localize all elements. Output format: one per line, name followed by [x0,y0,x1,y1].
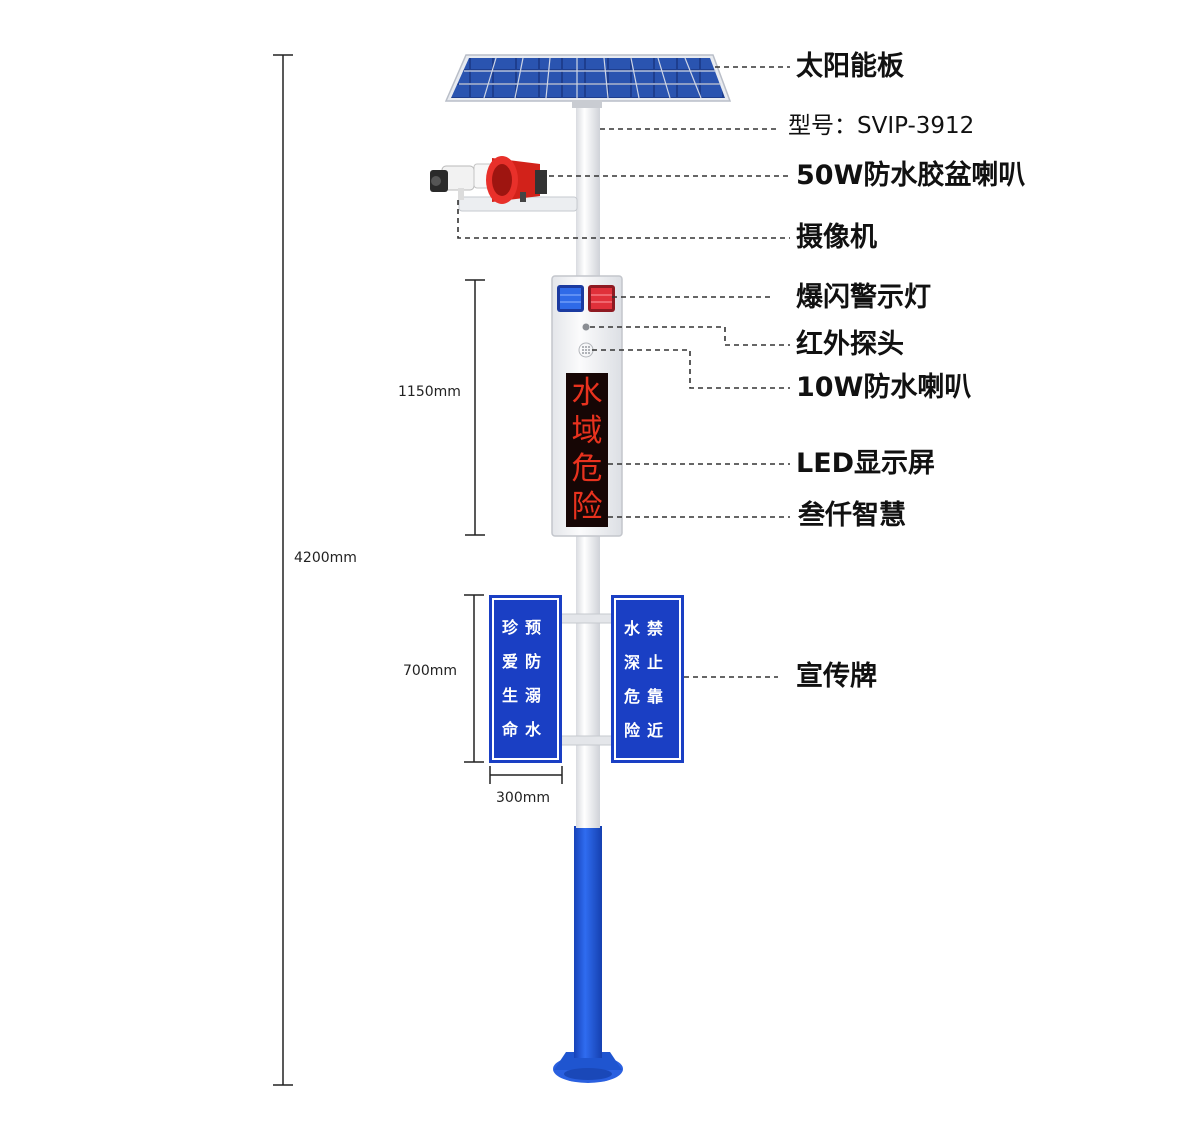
sign-brackets [559,613,615,746]
led-char-3: 危 [571,451,603,487]
sign-board-left-panel [489,595,562,763]
sign-left-row-3: 生溺 [502,686,549,705]
sign-right-row-3: 危靠 [624,687,671,706]
sign-width-dimension-line [489,766,563,784]
label-sign-board: 宣传牌 [796,661,877,692]
pole-base-bolt-ring [564,1068,612,1080]
led-char-4: 险 [571,489,603,525]
sign-left-row-1: 珍预 [502,618,549,637]
sign-board-right-border [614,598,681,760]
leader-infrared-probe [590,326,790,346]
sign-right-row-4: 险近 [624,721,671,740]
dimension-cabinet-height: 1150mm [398,384,461,400]
strobe-light-blue [557,285,584,312]
label-brand: 叁仟智慧 [798,500,906,531]
strobe-light-red [588,285,615,312]
label-infrared-probe: 红外探头 [796,329,904,360]
dimension-total-height: 4200mm [294,550,357,566]
dimension-sign-height: 700mm [403,663,457,679]
camera-device [430,163,493,200]
camera-arm [458,196,578,212]
label-speaker-10w: 10W防水喇叭 [796,372,972,403]
label-strobe-light: 爆闪警示灯 [796,282,931,313]
sign-height-dimension-line [464,594,484,763]
sign-right-row-2: 深止 [624,653,671,672]
dimension-sign-width: 300mm [496,790,550,806]
sign-left-row-4: 命水 [502,720,549,739]
sign-board-right-panel [611,595,684,763]
led-char-2: 域 [571,413,603,449]
sign-right-row-1: 水禁 [624,619,671,638]
pole-lower-blue [574,826,602,1058]
label-camera: 摄像机 [796,222,877,253]
leader-lines [457,66,790,678]
label-led-screen: LED显示屏 [796,448,936,479]
solar-panel [444,54,732,108]
led-char-1: 水 [571,375,603,411]
leader-speaker [592,349,790,389]
label-horn-speaker: 50W防水胶盆喇叭 [796,160,1026,191]
led-screen-panel [566,373,608,527]
leader-camera [457,200,790,239]
sign-board-left-border [492,598,559,760]
label-solar-panel: 太阳能板 [796,51,904,82]
total-height-dimension-line [273,54,293,1086]
sign-left-row-2: 爱防 [502,652,549,671]
infrared-probe-dot [582,323,590,331]
label-model: 型号：SVIP-3912 [788,113,975,139]
cabinet-height-dimension-line [465,279,485,536]
pole-base-cone [554,1052,622,1070]
